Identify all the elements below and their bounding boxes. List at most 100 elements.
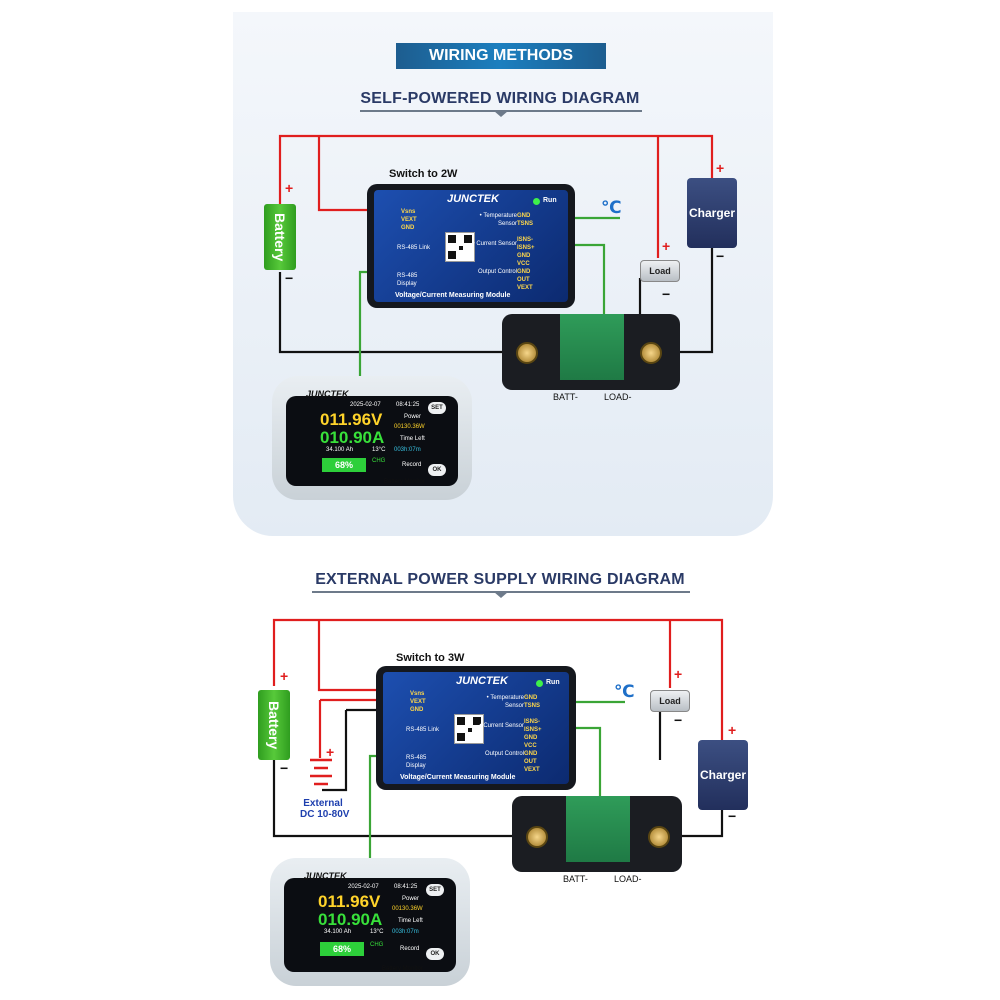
d1-rs485-link: RS-485 Link bbox=[397, 245, 431, 251]
d1-load-bolt bbox=[640, 342, 662, 364]
d2-ok-button[interactable]: OK bbox=[426, 948, 444, 960]
d2-rs485-link: RS-485 Link bbox=[406, 727, 440, 733]
d2-battery: Battery bbox=[258, 690, 290, 760]
d2-charger-minus: − bbox=[728, 808, 737, 824]
d2-power-label: Power bbox=[402, 896, 420, 902]
d2-battery-negative-wire bbox=[272, 760, 520, 838]
wiring-methods-banner: WIRING METHODS bbox=[396, 43, 606, 69]
d2-voltage-readout: 011.96V bbox=[318, 892, 381, 911]
d1-monitor-brand: JUNCTEK bbox=[306, 389, 349, 399]
d1-output-group-label: Output Control bbox=[477, 269, 517, 275]
d2-positive-main-wire bbox=[272, 618, 724, 740]
d1-load-minus: − bbox=[662, 286, 671, 302]
d2-time-left-label: Time Left bbox=[398, 918, 423, 924]
d2-run-label: Run bbox=[546, 679, 560, 686]
d2-vsns-wire bbox=[317, 620, 392, 692]
d2-load-minus: − bbox=[674, 712, 683, 728]
d2-battery-monitor: JUNCTEK 2025-02-07 08:41:25 011.96V 010.… bbox=[270, 858, 470, 986]
d1-current-readout: 010.90A bbox=[320, 428, 385, 447]
d2-rs485-display: RS-485 Display bbox=[406, 755, 427, 769]
d2-module-caption: Voltage/Current Measuring Module bbox=[400, 774, 516, 781]
d2-battery-plus: + bbox=[280, 668, 289, 684]
diagram-2-title: EXTERNAL POWER SUPPLY WIRING DIAGRAM bbox=[315, 571, 685, 588]
d1-ok-button[interactable]: OK bbox=[428, 464, 446, 476]
d1-monitor-time: 08:41:25 bbox=[396, 402, 420, 408]
d1-load-plus: + bbox=[662, 238, 671, 254]
d1-battery: Battery bbox=[264, 204, 296, 270]
d2-power-value: 00130.36W bbox=[392, 906, 423, 912]
d1-temp-group-label: • Temperature Sensor bbox=[479, 213, 517, 227]
d2-switch-label: Switch to 3W bbox=[396, 652, 465, 664]
d1-module-brand: JUNCTEK bbox=[447, 193, 499, 205]
d2-monitor-brand: JUNCTEK bbox=[304, 871, 347, 881]
d2-shunt-pcb bbox=[566, 796, 630, 862]
diagram-1-title-notch bbox=[494, 111, 508, 117]
d2-batt-label: BATT- bbox=[563, 874, 588, 884]
external-dc-source-symbol bbox=[310, 758, 332, 786]
d1-charger-plus: + bbox=[716, 160, 725, 176]
diagram-2-title-notch bbox=[494, 592, 508, 598]
d2-set-button[interactable]: SET bbox=[426, 884, 444, 896]
d1-charger: Charger bbox=[687, 178, 737, 248]
d1-chg-label: CHG bbox=[372, 458, 386, 464]
d2-record-label: Record bbox=[400, 946, 420, 952]
d1-current-group-label: • Current Sensor bbox=[472, 241, 517, 247]
d2-monitor-time: 08:41:25 bbox=[394, 884, 418, 890]
d1-voltage-readout: 011.96V bbox=[320, 410, 383, 429]
d1-record-label: Record bbox=[402, 462, 422, 468]
d2-monitor-footer: Battery Monitor bbox=[382, 966, 423, 972]
d1-battery-minus: − bbox=[285, 270, 294, 286]
d2-temperature-value: 13°C bbox=[370, 929, 384, 935]
d1-load: Load bbox=[640, 260, 680, 282]
d1-time-left-label: Time Left bbox=[400, 436, 425, 442]
d2-charger-plus: + bbox=[728, 722, 737, 738]
d1-monitor-footer: Battery Monitor bbox=[384, 479, 425, 485]
d1-charger-minus: − bbox=[716, 248, 725, 264]
d1-battery-monitor: JUNCTEK 2025-02-07 08:41:25 011.96V 010.… bbox=[272, 376, 472, 500]
d1-time-left-value: 003h:07m bbox=[394, 447, 421, 453]
d2-output-group-label: Output Control bbox=[484, 751, 524, 757]
d1-temperature-value: 13°C bbox=[372, 447, 386, 453]
d2-module-brand: JUNCTEK bbox=[456, 675, 508, 687]
d1-batt-bolt bbox=[516, 342, 538, 364]
d1-load-label: LOAD- bbox=[604, 392, 632, 402]
d2-temperature-symbol: ℃ bbox=[614, 682, 635, 701]
d1-charge-percent: 68% bbox=[322, 458, 366, 472]
d2-time-left-value: 003h:07m bbox=[392, 929, 419, 935]
d1-batt-label: BATT- bbox=[553, 392, 578, 402]
d2-shunt bbox=[512, 796, 682, 872]
d2-current-readout: 010.90A bbox=[318, 910, 383, 929]
d1-power-value: 00130.36W bbox=[394, 424, 425, 430]
d1-monitor-date: 2025-02-07 bbox=[350, 402, 381, 408]
d2-load-label: LOAD- bbox=[614, 874, 642, 884]
d1-run-led bbox=[533, 198, 540, 205]
d2-current-group-label: • Current Sensor bbox=[479, 723, 524, 729]
d1-battery-plus: + bbox=[285, 180, 294, 196]
d2-load-plus: + bbox=[674, 666, 683, 682]
d1-shunt bbox=[502, 314, 680, 390]
d2-chg-label: CHG bbox=[370, 942, 384, 948]
d2-run-led bbox=[536, 680, 543, 687]
d2-batt-bolt bbox=[526, 826, 548, 848]
d2-monitor-date: 2025-02-07 bbox=[348, 884, 379, 890]
d1-battery-negative-wire bbox=[278, 272, 520, 354]
d2-battery-minus: − bbox=[280, 760, 289, 776]
d1-run-label: Run bbox=[543, 197, 557, 204]
d1-set-button[interactable]: SET bbox=[428, 402, 446, 414]
d2-temp-group-label: • Temperature Sensor bbox=[486, 695, 524, 709]
d1-shunt-pcb bbox=[560, 314, 624, 380]
d1-power-label: Power bbox=[404, 414, 422, 420]
d2-charge-percent: 68% bbox=[320, 942, 364, 956]
d2-load-bolt bbox=[648, 826, 670, 848]
d1-temperature-symbol: ℃ bbox=[601, 198, 622, 217]
d2-charger: Charger bbox=[698, 740, 748, 810]
d1-module-caption: Voltage/Current Measuring Module bbox=[395, 292, 511, 299]
d1-rs485-display: RS-485 Display bbox=[397, 273, 418, 287]
